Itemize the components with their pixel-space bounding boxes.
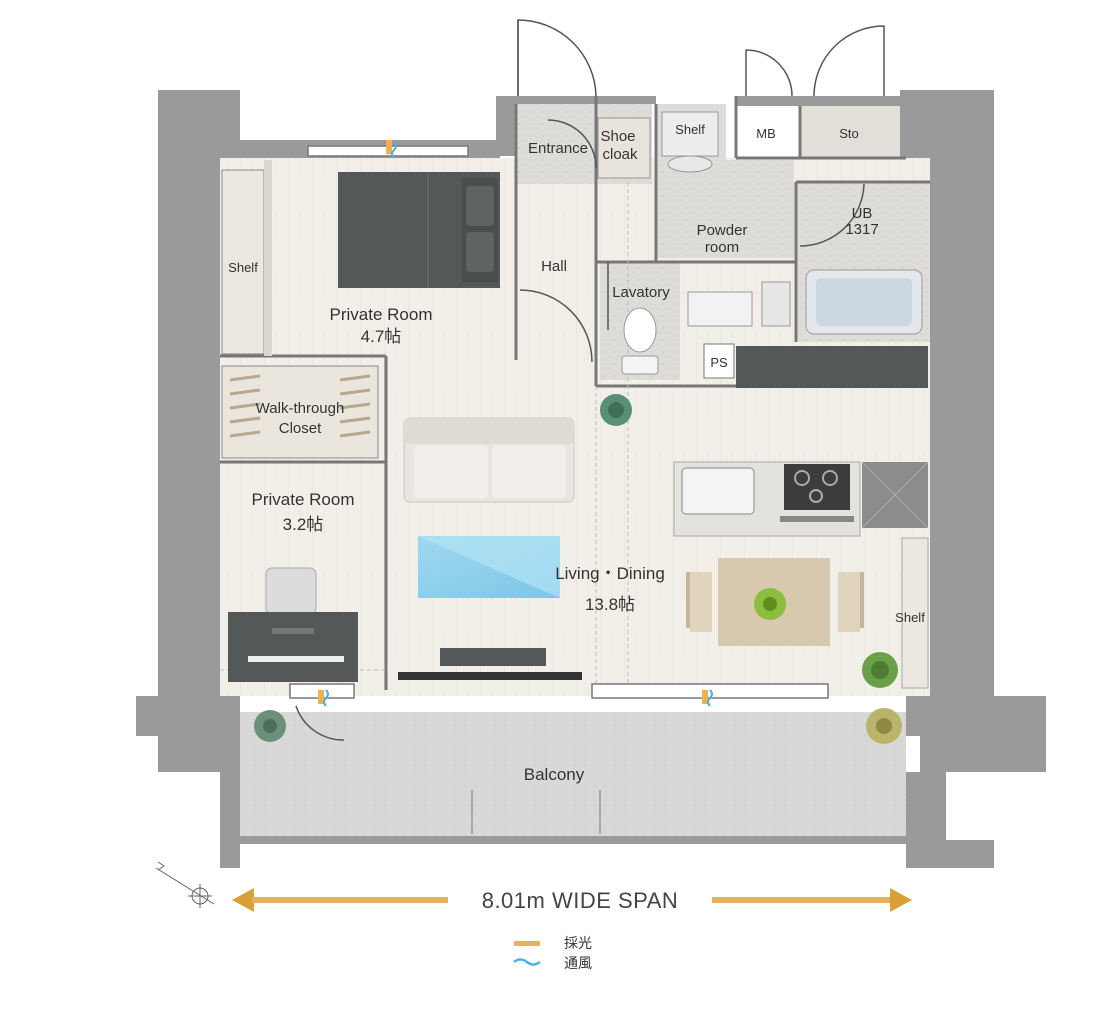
shoe-cloak-line1: Shoe (600, 128, 635, 145)
wide-span-arrow: 8.01m WIDE SPAN (232, 888, 912, 913)
dining-set (686, 558, 864, 646)
sofa (403, 417, 575, 503)
wide-span-label: 8.01m WIDE SPAN (482, 888, 679, 913)
shoe-cloak-line2: cloak (602, 146, 638, 163)
shelf-left-unit (221, 160, 272, 356)
balcony-label: Balcony (524, 765, 585, 784)
interior-walls (220, 96, 930, 690)
mb-label: MB (756, 126, 776, 141)
entrance-label: Entrance (528, 140, 588, 157)
ub-line2: 1317 (845, 221, 878, 238)
shelf-right-unit (901, 537, 929, 689)
legend-ventilation: 通風 (564, 955, 592, 971)
desk (228, 567, 358, 682)
ps-label: PS (710, 355, 728, 370)
walk-through-closet-unit (221, 365, 379, 459)
coffee-table (418, 536, 560, 598)
shelf-right-label: Shelf (895, 610, 925, 625)
private-room-2-name: Private Room (252, 490, 355, 509)
bathroom-fixtures (597, 111, 923, 379)
legend-lighting: 採光 (564, 935, 592, 951)
tv-unit (398, 648, 582, 680)
powder-room-line2: room (705, 239, 739, 256)
private-room-1-name: Private Room (330, 305, 433, 324)
light-vent-markers (318, 140, 713, 707)
kitchen (673, 346, 929, 537)
balcony-posts (471, 790, 601, 834)
room-labels: Private Room 4.7帖 Private Room 3.2帖 Livi… (228, 122, 925, 784)
lighting-swatch (514, 941, 540, 946)
bed (338, 172, 500, 288)
doors (295, 19, 885, 741)
ub-line1: UB (852, 205, 873, 222)
closet-label-line1: Walk-through (256, 400, 345, 417)
hall-label: Hall (541, 258, 567, 275)
sto-label: Sto (839, 126, 859, 141)
private-room-2-size: 3.2帖 (283, 515, 324, 534)
living-dining-name: Living・Dining (555, 564, 665, 583)
dashed-lines (220, 182, 629, 690)
powder-room-line1: Powder (697, 222, 748, 239)
structural-walls (136, 90, 1046, 868)
lavatory-label: Lavatory (612, 284, 670, 301)
shelf-top-label: Shelf (675, 122, 705, 137)
living-dining-size: 13.8帖 (585, 595, 635, 614)
shelf-left-label: Shelf (228, 260, 258, 275)
closet-label-line2: Closet (279, 420, 322, 437)
ventilation-swatch (513, 958, 541, 966)
private-room-1-size: 4.7帖 (361, 327, 402, 346)
legend: 採光 通風 (513, 935, 592, 971)
compass-icon (155, 861, 215, 908)
plants (254, 394, 902, 744)
